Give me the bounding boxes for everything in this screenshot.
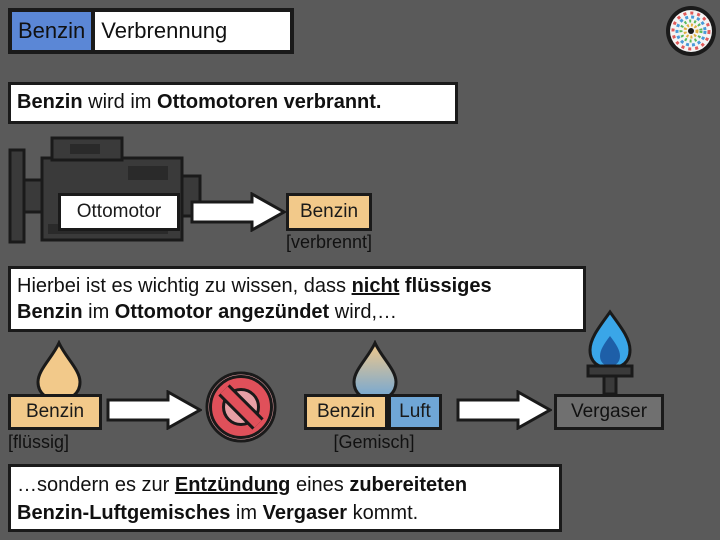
middle-end: wird,…	[329, 301, 398, 323]
title-part-benzin: Benzin	[12, 12, 92, 50]
page-title: Benzin Verbrennung	[8, 8, 294, 54]
drop-icon	[350, 339, 400, 402]
liquid-label-benzin: Benzin	[8, 394, 102, 430]
result-label-benzin: Benzin	[286, 193, 372, 231]
bottom-t1: …sondern es zur	[17, 474, 175, 496]
intro-text: Benzin wird im Ottomotoren verbrannt.	[8, 82, 458, 124]
title-part-verbrennung: Verbrennung	[95, 12, 290, 50]
intro-ottomotoren: Ottomotoren verbrannt.	[157, 91, 382, 113]
bottom-zubereiteten: zubereiteten	[349, 474, 468, 496]
arrow-icon	[190, 191, 288, 233]
intro-benzin: Benzin	[17, 91, 83, 113]
middle-im: im	[82, 301, 115, 323]
arrow-icon	[456, 389, 554, 431]
result-sub-verbrennt: [verbrennt]	[285, 232, 373, 252]
logo-icon	[664, 4, 718, 58]
mix-sub: [Gemisch]	[333, 432, 415, 452]
bottom-gemisch: Benzin-Luftgemisches	[17, 502, 231, 524]
arrow-icon	[106, 389, 204, 431]
bottom-eines: eines	[290, 474, 350, 496]
mix-label-benzin: Benzin	[304, 394, 388, 430]
mix-label-luft: Luft	[388, 394, 442, 430]
engine-label: Ottomotor	[58, 193, 180, 231]
bottom-text: …sondern es zur Entzündung eines zuberei…	[8, 464, 562, 532]
middle-t1: Hierbei ist es wichtig zu wissen, dass	[17, 275, 352, 297]
vergaser-label: Vergaser	[554, 394, 664, 430]
middle-benzin: Benzin	[17, 301, 83, 323]
middle-fluessiges: flüssiges	[399, 275, 492, 297]
gas-burner-icon	[580, 308, 640, 398]
bottom-vergaser: Vergaser	[262, 502, 348, 524]
middle-ottomotor: Ottomotor angezündet	[114, 301, 330, 323]
no-sign-icon	[204, 370, 278, 444]
middle-nicht: nicht	[351, 275, 400, 297]
middle-text: Hierbei ist es wichtig zu wissen, dass n…	[8, 266, 586, 332]
bottom-im: im	[230, 502, 263, 524]
drop-icon	[34, 339, 84, 402]
bottom-entzuendung: Entzündung	[174, 474, 291, 496]
intro-middle: wird im	[82, 91, 158, 113]
bottom-end: kommt.	[347, 502, 419, 524]
liquid-sub: [flüssig]	[8, 432, 70, 452]
